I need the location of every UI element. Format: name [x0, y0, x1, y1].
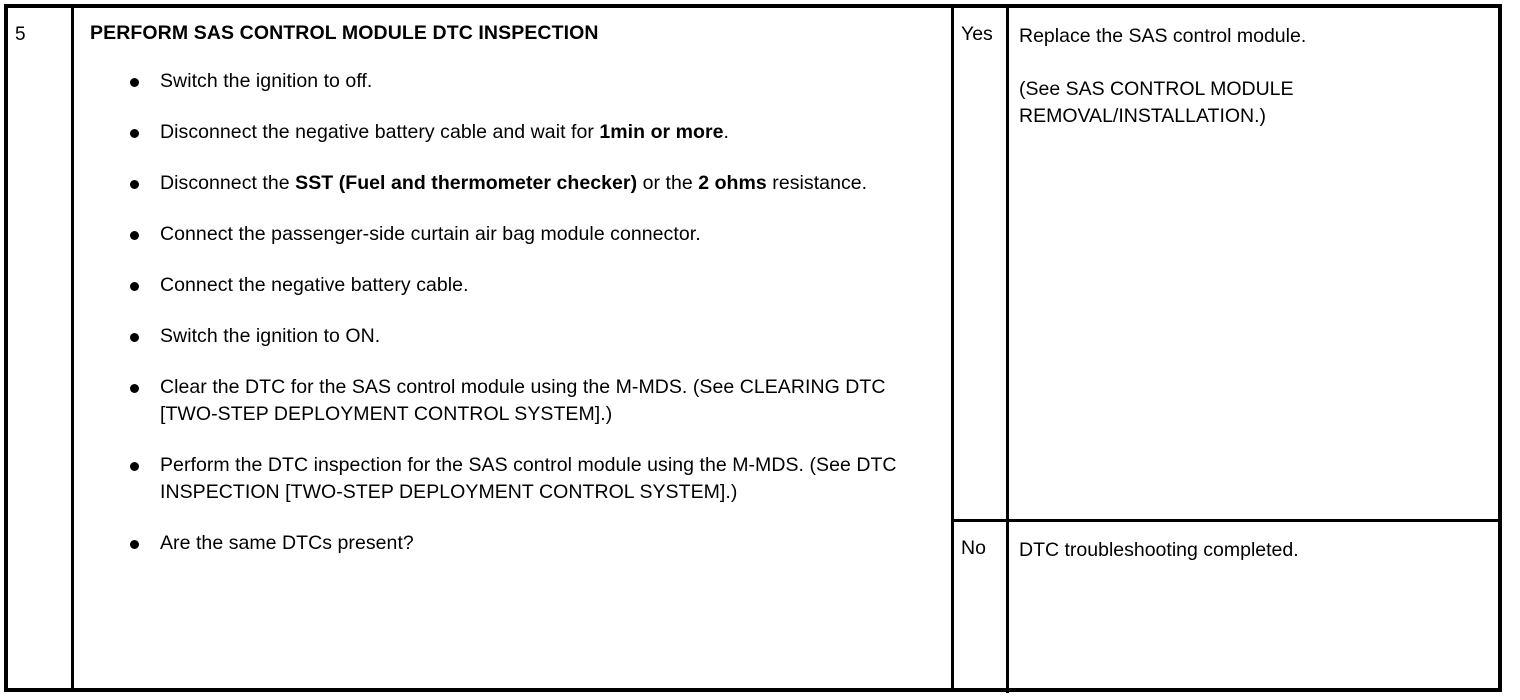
list-item: Switch the ignition to ON.: [90, 323, 941, 350]
list-item: Perform the DTC inspection for the SAS c…: [90, 452, 941, 506]
bullet-dot-icon: [130, 231, 139, 240]
bullet-dot-icon: [130, 540, 139, 549]
list-item: Switch the ignition to off.: [90, 68, 941, 95]
answers-column: Yes Replace the SAS control module. (See…: [954, 8, 1502, 693]
bullet-dot-icon: [130, 282, 139, 291]
list-item: Clear the DTC for the SAS control module…: [90, 374, 941, 428]
list-item-text: Switch the ignition to off.: [160, 70, 373, 92]
list-item-text: Disconnect the SST (Fuel and thermometer…: [160, 172, 868, 194]
step-number-column: 5: [8, 8, 74, 688]
bullet-dot-icon: [130, 462, 139, 471]
action-bullet-list: Switch the ignition to off. Disconnect t…: [90, 68, 941, 557]
list-item-text: Connect the passenger-side curtain air b…: [160, 223, 701, 245]
list-item-text: Are the same DTCs present?: [160, 532, 414, 554]
list-item-text: Perform the DTC inspection for the SAS c…: [160, 454, 897, 503]
bullet-dot-icon: [130, 333, 139, 342]
answer-paragraph: Replace the SAS control module.: [1019, 25, 1307, 47]
bullet-dot-icon: [130, 129, 139, 138]
bullet-dot-icon: [130, 78, 139, 87]
list-item: Disconnect the SST (Fuel and thermometer…: [90, 170, 941, 197]
list-item: Are the same DTCs present?: [90, 530, 941, 557]
list-item-text: Connect the negative battery cable.: [160, 274, 469, 296]
answer-row-yes: Yes Replace the SAS control module. (See…: [954, 8, 1502, 522]
list-item: Connect the negative battery cable.: [90, 272, 941, 299]
answer-paragraph: (See SAS CONTROL MODULE REMOVAL/INSTALLA…: [1019, 78, 1294, 127]
list-item-text: Clear the DTC for the SAS control module…: [160, 376, 886, 425]
action-title: PERFORM SAS CONTROL MODULE DTC INSPECTIO…: [90, 22, 599, 44]
list-item: Connect the passenger-side curtain air b…: [90, 221, 941, 248]
answer-row-no: No DTC troubleshooting completed.: [954, 522, 1502, 693]
action-cell: PERFORM SAS CONTROL MODULE DTC INSPECTIO…: [74, 8, 951, 557]
list-item-text: Disconnect the negative battery cable an…: [160, 121, 729, 143]
step-number: 5: [15, 24, 26, 45]
list-item: Disconnect the negative battery cable an…: [90, 119, 941, 146]
action-column: PERFORM SAS CONTROL MODULE DTC INSPECTIO…: [74, 8, 954, 688]
answer-paragraph: DTC troubleshooting completed.: [1019, 539, 1299, 561]
list-item-text: Switch the ignition to ON.: [160, 325, 381, 347]
answer-text-no: DTC troubleshooting completed.: [1009, 522, 1502, 693]
answer-text-yes: Replace the SAS control module. (See SAS…: [1009, 8, 1502, 519]
bullet-dot-icon: [130, 384, 139, 393]
answer-key-yes: Yes: [954, 8, 1009, 519]
bullet-dot-icon: [130, 180, 139, 189]
answer-key-no: No: [954, 522, 1009, 693]
diagnostic-step-table: 5 PERFORM SAS CONTROL MODULE DTC INSPECT…: [4, 4, 1502, 693]
